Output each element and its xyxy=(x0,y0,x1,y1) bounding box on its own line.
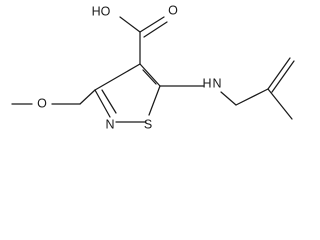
molecule-diagram: HO O O S N H N xyxy=(11,3,295,131)
bond-c-ch3 xyxy=(267,88,293,120)
amine-hydrogen-label: H xyxy=(202,76,211,90)
bond-c3-c4 xyxy=(94,63,141,91)
chemical-structure: HO O O S N H N xyxy=(11,3,295,131)
bond-n2-c3-inner xyxy=(101,89,117,114)
bond-carboxyl-o-double-1 xyxy=(139,16,165,33)
bond-ch2-c xyxy=(235,88,269,106)
bond-c3-ch2 xyxy=(79,89,96,105)
carbonyl-oxygen-label: O xyxy=(168,3,178,17)
bond-c-ch2-terminal-1 xyxy=(267,57,291,90)
bond-carboxyl-oh xyxy=(119,16,141,33)
bond-nh-ch2 xyxy=(220,91,237,106)
bond-c-ch2-terminal-2 xyxy=(271,60,295,93)
bond-n2-c3 xyxy=(94,89,111,118)
amine-nitrogen-label: N xyxy=(212,76,221,90)
bond-carboxyl-o-double-2 xyxy=(143,21,168,38)
ring-sulfur-label: S xyxy=(144,117,152,131)
bond-c4-c5 xyxy=(139,63,161,87)
ring-nitrogen-label: N xyxy=(105,117,114,131)
bond-c5-s1 xyxy=(148,85,161,116)
hydroxyl-label: HO xyxy=(92,4,111,18)
bond-c4-c5-inner xyxy=(142,69,157,85)
ether-oxygen-label: O xyxy=(37,96,47,110)
